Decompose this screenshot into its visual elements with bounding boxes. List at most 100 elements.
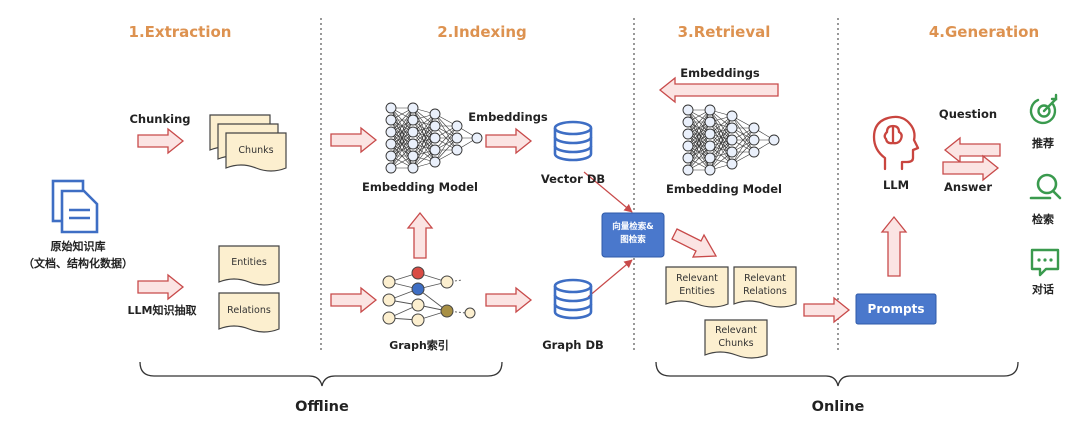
- network-node: [682, 140, 694, 152]
- arrow-chunking: [137, 127, 185, 155]
- network-node: [704, 152, 716, 164]
- prompts-label: Prompts: [867, 302, 925, 316]
- hybrid-search-box: [601, 212, 665, 258]
- network-node: [768, 134, 780, 146]
- network-edge: [731, 127, 755, 165]
- network-node: [748, 122, 760, 134]
- stage-title-indexing: 2.Indexing: [437, 23, 527, 41]
- relevant-chunks-label-2: Chunks: [718, 338, 754, 349]
- arrow-answer: [942, 154, 1000, 182]
- app-label-chat: 对话: [1032, 283, 1054, 296]
- arrow-graphdb-to-search: [587, 259, 633, 298]
- arrow-graph-to-graphdb: [485, 286, 533, 314]
- network-edge: [709, 115, 733, 147]
- network-edge: [709, 127, 733, 171]
- network-node: [407, 102, 419, 114]
- arrow-graph-up: [406, 211, 434, 259]
- llm-extract-label: LLM知识抽取: [127, 304, 197, 317]
- network-node: [429, 132, 441, 144]
- network-node: [407, 114, 419, 126]
- app-label-search: 检索: [1032, 213, 1054, 226]
- network-node: [385, 114, 397, 126]
- stage-dividers: [320, 18, 839, 352]
- relevant-chunks-label-1: Relevant: [715, 325, 757, 336]
- answer-label: Answer: [943, 180, 993, 194]
- relations-doc: [218, 292, 280, 333]
- network-node: [682, 104, 694, 116]
- vector-db-label: Vector DB: [540, 172, 606, 186]
- relevant-entities-label-1: Relevant: [676, 273, 718, 284]
- graph-db-label: Graph DB: [542, 338, 604, 352]
- network-node: [407, 150, 419, 162]
- network-node: [385, 150, 397, 162]
- network-node: [682, 164, 694, 176]
- arrow-prompts-up: [880, 215, 908, 277]
- network-node: [385, 138, 397, 150]
- arrow-search-to-results: [671, 228, 718, 258]
- network-node: [704, 128, 716, 140]
- embeddings-label: Embeddings: [468, 110, 548, 124]
- arrow-chunks-to-model: [330, 126, 378, 154]
- network-node: [726, 158, 738, 170]
- network-edge: [390, 107, 414, 145]
- network-node: [471, 132, 483, 144]
- network-edge: [412, 137, 436, 169]
- prompts-box: [855, 293, 937, 325]
- network-node: [407, 138, 419, 150]
- relevant-entities-doc: [665, 266, 729, 308]
- network-node: [429, 156, 441, 168]
- chunking-label: Chunking: [129, 112, 191, 126]
- network-node: [682, 116, 694, 128]
- network-edge: [434, 125, 458, 163]
- network-edge: [390, 131, 414, 169]
- network-node: [704, 116, 716, 128]
- network-node: [407, 126, 419, 138]
- network-node: [385, 102, 397, 114]
- retrieval-embeddings-label: Embeddings: [680, 66, 760, 80]
- llm-head-icon: [872, 115, 920, 171]
- embedding-model-network-indexing: [385, 102, 483, 174]
- network-node: [726, 122, 738, 134]
- knowledge-base-label: 原始知识库: [50, 240, 106, 253]
- network-node: [429, 108, 441, 120]
- search-icon: [1029, 173, 1062, 200]
- arrow-embeddings-back: [658, 76, 779, 104]
- embedding-model-label: Embedding Model: [361, 180, 479, 194]
- stage-title-generation: 4.Generation: [928, 23, 1040, 41]
- network-node: [726, 146, 738, 158]
- stage-title-retrieval: 3.Retrieval: [677, 23, 771, 41]
- relevant-chunks-doc: [704, 319, 768, 359]
- online-brace: [655, 361, 1019, 387]
- entities-label: Entities: [231, 257, 267, 268]
- relevant-entities-label-2: Entities: [679, 286, 715, 297]
- network-edge: [709, 115, 733, 159]
- graph-index-icon: [382, 266, 476, 327]
- knowledge-base-icon: [51, 179, 99, 234]
- chunks-stack: [209, 114, 287, 172]
- network-edge: [687, 109, 711, 147]
- arrow-model-to-vectordb: [485, 127, 533, 155]
- arrow-results-to-prompts: [803, 296, 851, 324]
- section-offline: Offline: [295, 399, 349, 415]
- section-online: Online: [811, 399, 865, 415]
- relevant-relations-label-2: Relations: [743, 286, 787, 297]
- graph-index-label: Graph索引: [389, 339, 449, 352]
- network-edge: [709, 139, 733, 171]
- network-edge: [412, 113, 436, 145]
- network-node: [407, 162, 419, 174]
- network-edge: [687, 133, 711, 171]
- entities-doc: [218, 245, 280, 286]
- network-node: [429, 144, 441, 156]
- network-node: [748, 146, 760, 158]
- network-node: [451, 120, 463, 132]
- relevant-relations-label-1: Relevant: [744, 273, 786, 284]
- network-node: [451, 132, 463, 144]
- network-node: [726, 110, 738, 122]
- llm-label: LLM: [882, 178, 910, 192]
- arrow-llm-extract: [137, 273, 185, 301]
- hybrid-search-label-2: 图检索: [620, 235, 646, 245]
- network-node: [682, 152, 694, 164]
- arrow-vectordb-to-search: [583, 171, 633, 213]
- arrow-entities-to-graph: [330, 286, 378, 314]
